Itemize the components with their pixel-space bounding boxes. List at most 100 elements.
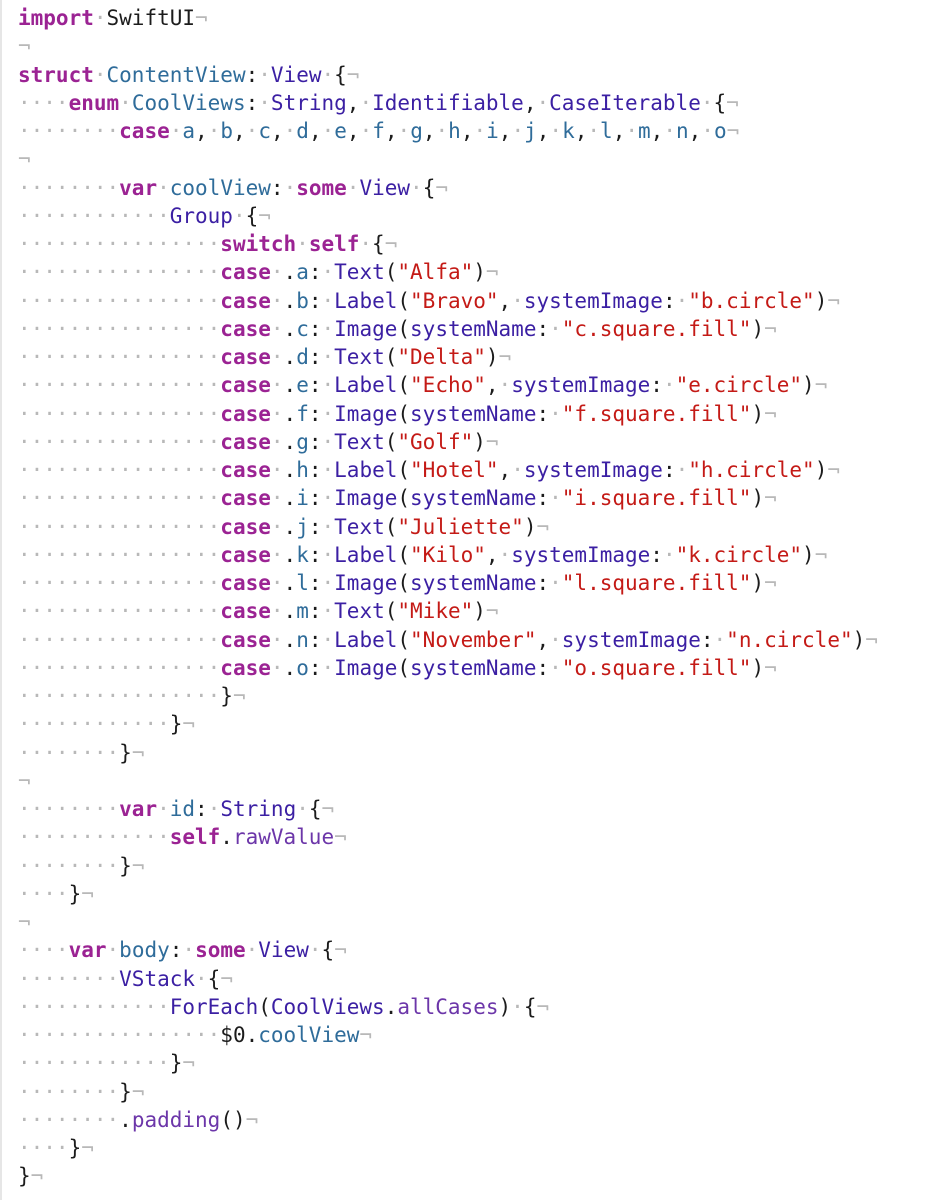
code-line[interactable]: ················case·.k:·Label("Kilo",·s…: [18, 541, 878, 569]
code-line[interactable]: ················case·.c:·Image(systemNam…: [18, 315, 878, 343]
type-token: Text: [334, 260, 385, 285]
indent-dots: ········: [18, 797, 120, 821]
punctuation-token: (: [258, 994, 271, 1019]
keyword-token: case: [220, 514, 271, 539]
code-line[interactable]: ················}¬: [18, 682, 878, 710]
code-line[interactable]: ················case·.d:·Text("Delta")¬: [18, 343, 878, 371]
indent-dots: ········: [18, 1079, 120, 1104]
space-marker: ·: [587, 119, 601, 143]
editor-gutter-edge: [0, 0, 2, 1200]
indent-dots: ················: [18, 514, 221, 539]
keyword-token: case: [220, 401, 271, 426]
code-line[interactable]: ············Group·{¬: [18, 202, 878, 230]
code-line[interactable]: ········var·coolView:·some·View·{¬: [18, 174, 878, 202]
keyword-token: case: [220, 655, 271, 680]
newline-marker: ¬: [131, 1079, 145, 1104]
keyword-token: var: [119, 797, 158, 821]
space-marker: ·: [321, 458, 335, 482]
punctuation-token: {: [523, 994, 537, 1019]
identifier-token: e: [334, 119, 347, 143]
punctuation-token: .: [283, 514, 297, 539]
code-line[interactable]: ············self.rawValue¬: [18, 823, 878, 851]
code-line[interactable]: ················case·.o:·Image(systemNam…: [18, 654, 878, 682]
indent-dots: ················: [18, 684, 221, 708]
code-line[interactable]: ················case·.l:·Image(systemNam…: [18, 569, 878, 597]
code-line[interactable]: ¬: [18, 145, 878, 173]
space-marker: ·: [410, 175, 423, 200]
code-line[interactable]: ············ForEach(CoolViews.allCases)·…: [18, 993, 878, 1021]
code-line[interactable]: ················case·.b:·Label("Bravo",·…: [18, 287, 878, 315]
punctuation-token: .: [283, 655, 297, 680]
code-line[interactable]: ················case·.n:·Label("November…: [18, 626, 878, 654]
property-token: padding: [131, 1107, 221, 1132]
keyword-token: var: [119, 175, 158, 200]
indent-dots: ············: [18, 203, 170, 228]
newline-marker: ¬: [827, 288, 840, 313]
code-line[interactable]: ········}¬: [18, 1078, 878, 1106]
space-marker: ·: [549, 486, 562, 511]
code-line[interactable]: import·SwiftUI¬: [18, 4, 878, 32]
punctuation-token: {: [207, 966, 221, 991]
code-text-area[interactable]: import·SwiftUI¬¬struct·ContentView:·View…: [18, 4, 878, 1191]
newline-marker: ¬: [195, 6, 208, 30]
code-line[interactable]: ····}¬: [18, 1134, 878, 1162]
code-line[interactable]: ················case·.i:·Image(systemNam…: [18, 484, 878, 512]
newline-marker: ¬: [334, 938, 347, 963]
punctuation-token: ,: [485, 373, 499, 398]
punctuation-token: }: [119, 853, 132, 878]
newline-marker: ¬: [131, 740, 145, 765]
code-line[interactable]: ················case·.h:·Label("Hotel",·…: [18, 456, 878, 484]
indent-dots: ········: [18, 966, 120, 991]
identifier-token: body: [119, 938, 170, 963]
code-line[interactable]: ····enum·CoolViews:·String,·Identifiable…: [18, 89, 878, 117]
punctuation-token: ): [485, 345, 499, 369]
space-marker: ·: [321, 627, 335, 652]
keyword-token: case: [220, 373, 271, 398]
punctuation-token: :: [308, 571, 322, 595]
code-line[interactable]: ····var·body:·some·View·{¬: [18, 936, 878, 964]
code-line[interactable]: ················case·.g:·Text("Golf")¬: [18, 428, 878, 456]
type-token: String: [270, 90, 347, 115]
code-line[interactable]: ········case·a,·b,·c,·d,·e,·f,·g,·h,·i,·…: [18, 117, 878, 145]
identifier-token: a: [296, 260, 309, 285]
code-line[interactable]: ················case·.j:·Text("Juliette"…: [18, 513, 878, 541]
punctuation-token: {: [422, 175, 436, 200]
code-line[interactable]: }¬: [18, 1162, 878, 1190]
code-line[interactable]: ········.padding()¬: [18, 1106, 878, 1134]
code-line[interactable]: ············}¬: [18, 710, 878, 738]
space-marker: ·: [625, 119, 639, 143]
code-line[interactable]: ¬: [18, 767, 878, 795]
code-line[interactable]: ········}¬: [18, 852, 878, 880]
newline-marker: ¬: [485, 429, 499, 454]
code-line[interactable]: ················case·.f:·Image(systemNam…: [18, 400, 878, 428]
indent-dots: ····: [18, 881, 69, 906]
code-line[interactable]: ¬: [18, 908, 878, 936]
code-line[interactable]: ········var·id:·String·{¬: [18, 795, 878, 823]
type-token: systemName: [410, 316, 537, 341]
space-marker: ·: [662, 373, 676, 398]
space-marker: ·: [308, 938, 322, 963]
code-line[interactable]: ········}¬: [18, 739, 878, 767]
code-line[interactable]: struct·ContentView:·View·{¬: [18, 61, 878, 89]
space-marker: ·: [283, 119, 297, 143]
code-line[interactable]: ················$0.coolView¬: [18, 1021, 878, 1049]
punctuation-token: (: [384, 345, 398, 369]
keyword-token: self: [169, 825, 221, 850]
punctuation-token: ): [523, 514, 537, 539]
punctuation-token: (: [397, 542, 411, 567]
code-line[interactable]: ················case·.m:·Text("Mike")¬: [18, 597, 878, 625]
newline-marker: ¬: [764, 401, 777, 426]
code-line[interactable]: ············}¬: [18, 1049, 878, 1077]
space-marker: ·: [511, 458, 524, 482]
code-line[interactable]: ················case·.e:·Label("Echo",·s…: [18, 371, 878, 399]
code-line[interactable]: ················case·.a:·Text("Alfa")¬: [18, 258, 878, 286]
code-line[interactable]: ········VStack·{¬: [18, 965, 878, 993]
type-token: systemName: [410, 486, 537, 511]
code-line[interactable]: ¬: [18, 32, 878, 60]
punctuation-token: :: [195, 797, 208, 821]
code-line[interactable]: ················switch·self·{¬: [18, 230, 878, 258]
code-line[interactable]: ····}¬: [18, 880, 878, 908]
identifier-token: f: [372, 119, 385, 143]
punctuation-token: ): [751, 486, 765, 511]
